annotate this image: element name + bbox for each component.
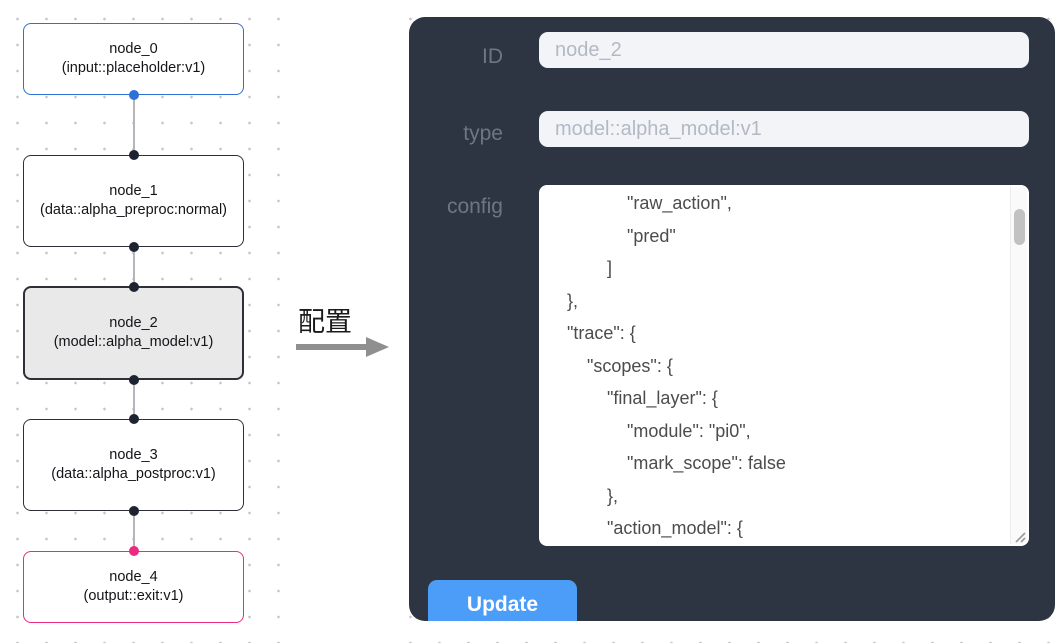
flow-node-node_0[interactable]: node_0 (input::placeholder:v1) [23,23,244,95]
flow-node-node_3[interactable]: node_3 (data::alpha_postproc:v1) [23,419,244,511]
node-title: node_0 [109,40,158,57]
resize-handle-icon[interactable] [1012,529,1026,543]
node1-target-handle[interactable] [129,150,139,160]
node0-source-handle[interactable] [129,90,139,100]
flow-edge-2-3 [133,379,135,420]
update-button[interactable]: Update [428,580,577,621]
type-label: type [463,122,503,145]
node3-target-handle[interactable] [129,414,139,424]
flow-edge-1-2 [133,246,135,288]
node-config-panel: ID type config "raw_action", "pred" ] },… [409,17,1055,621]
arrow-right-icon [296,337,389,357]
node-title: node_3 [109,446,158,463]
config-label: config [446,195,503,218]
config-annotation-label: 配置 [298,307,352,337]
flow-node-node_2[interactable]: node_2 (model::alpha_model:v1) [23,286,244,380]
flow-node-node_1[interactable]: node_1 (data::alpha_preproc:normal) [23,155,244,247]
node4-target-handle[interactable] [129,546,139,556]
type-input[interactable] [539,111,1029,147]
node-subtitle: (model::alpha_model:v1) [53,334,214,350]
flow-node-node_4[interactable]: node_4 (output::exit:v1) [23,551,244,623]
flow-edge-0-1 [133,94,135,156]
scrollbar-track[interactable] [1010,187,1027,544]
node-subtitle: (input::placeholder:v1) [61,60,206,76]
node-subtitle: (data::alpha_postproc:v1) [51,466,216,482]
scrollbar-thumb[interactable] [1014,209,1025,245]
id-input[interactable] [539,32,1029,68]
config-editor[interactable]: "raw_action", "pred" ] }, "trace": { "sc… [539,185,1029,546]
node-title: node_1 [109,182,158,199]
node1-source-handle[interactable] [129,242,139,252]
node3-source-handle[interactable] [129,506,139,516]
node-subtitle: (output::exit:v1) [83,588,184,604]
node2-source-handle[interactable] [129,375,139,385]
node-subtitle: (data::alpha_preproc:normal) [40,202,227,218]
node2-target-handle[interactable] [129,282,139,292]
node-title: node_2 [109,314,158,331]
config-json-text[interactable]: "raw_action", "pred" ] }, "trace": { "sc… [567,193,786,538]
flow-edge-3-4 [133,510,135,552]
node-title: node_4 [109,568,158,585]
id-label: ID [482,45,503,68]
